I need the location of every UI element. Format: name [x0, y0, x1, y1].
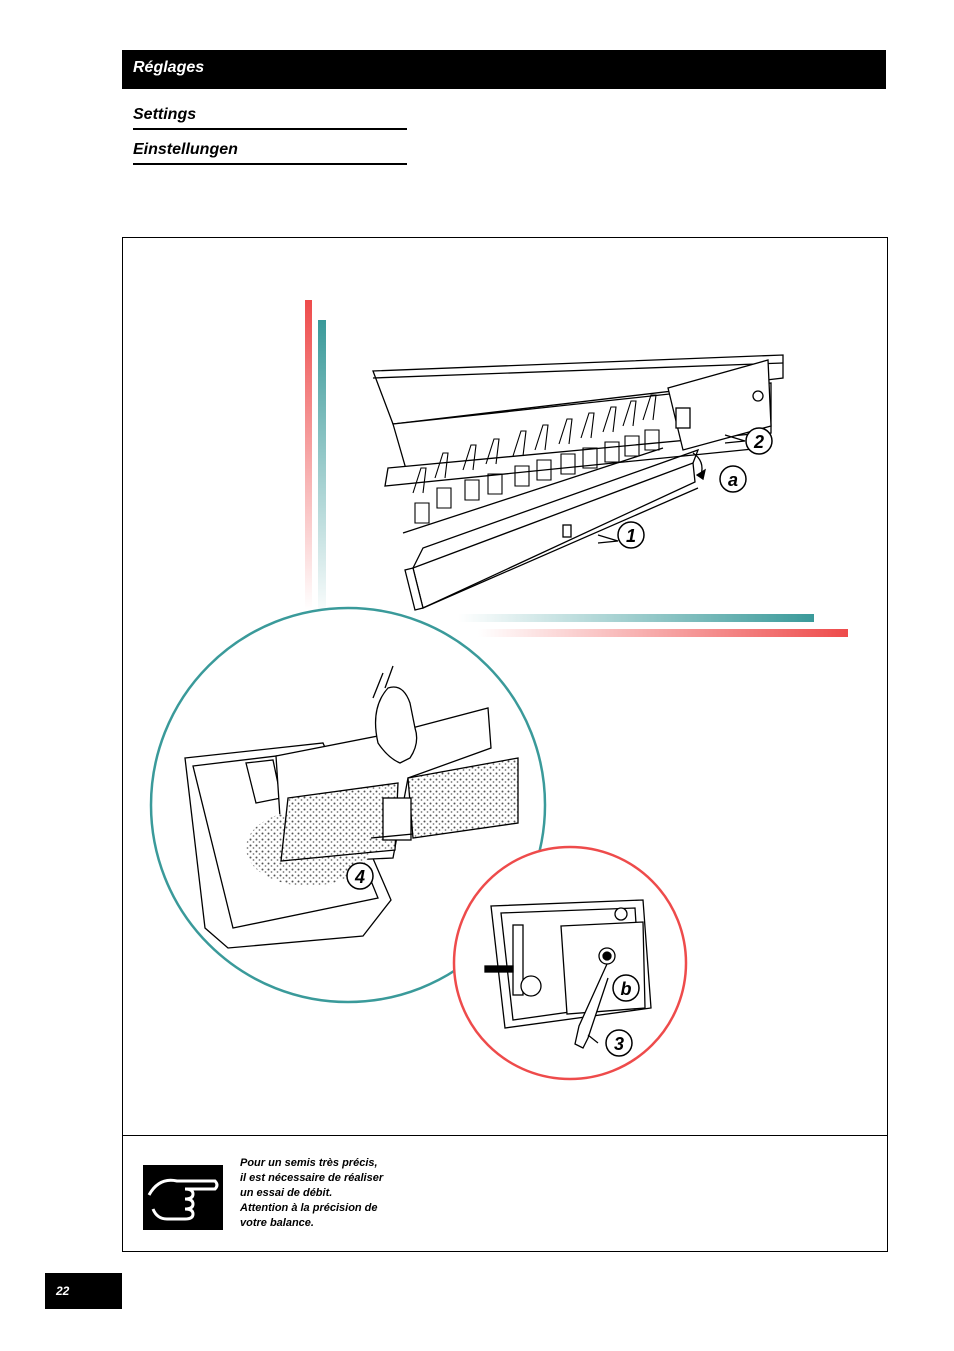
callout-pointers-machine	[597, 434, 746, 544]
callout-pointer-3	[587, 1034, 599, 1044]
illustration-frame: a 2 1 4 b 3 Pour un semis très précis, i…	[122, 237, 888, 1252]
note-line: un essai de débit.	[240, 1187, 333, 1199]
note-line: Attention à la précision de	[240, 1202, 378, 1214]
red-horizontal-bar	[478, 629, 848, 637]
callout-b-label: b	[621, 979, 632, 999]
page-number: 22	[56, 1284, 70, 1298]
seed-drill-machine	[372, 354, 784, 611]
calibration-tray-scene	[184, 665, 519, 949]
callout-2-label: 2	[753, 432, 764, 452]
callout-3-circle	[605, 1029, 633, 1057]
callout-2-circle	[745, 427, 773, 455]
callout-3-label: 3	[614, 1034, 624, 1054]
page-number-box: 22	[45, 1273, 122, 1309]
callout-4-circle	[346, 862, 374, 890]
callout-b-circle	[612, 974, 640, 1002]
callout-1-label: 1	[626, 526, 636, 546]
subtitle-english: Settings	[133, 106, 407, 130]
calibration-note: Pour un semis très précis, il est nécess…	[240, 1156, 470, 1231]
teal-horizontal-bar	[458, 614, 814, 622]
pointing-hand-icon	[143, 1165, 223, 1230]
seed-drill-illustration: a 2 1 4 b 3	[149, 300, 848, 1081]
callout-a-label: a	[728, 470, 738, 490]
subtitle-german: Einstellungen	[133, 141, 407, 165]
section-header-bar: Réglages	[122, 50, 886, 89]
note-line: votre balance.	[240, 1217, 314, 1229]
callout-a-circle	[719, 465, 747, 493]
note-line: Pour un semis très précis,	[240, 1157, 378, 1169]
note-line: il est nécessaire de réaliser	[240, 1172, 384, 1184]
section-title: Réglages	[133, 59, 205, 76]
callout-4-label: 4	[354, 867, 365, 887]
note-divider	[123, 1135, 887, 1136]
teal-vertical-bar	[318, 320, 326, 620]
red-vertical-bar	[305, 300, 312, 610]
callout-1-circle	[617, 521, 645, 549]
